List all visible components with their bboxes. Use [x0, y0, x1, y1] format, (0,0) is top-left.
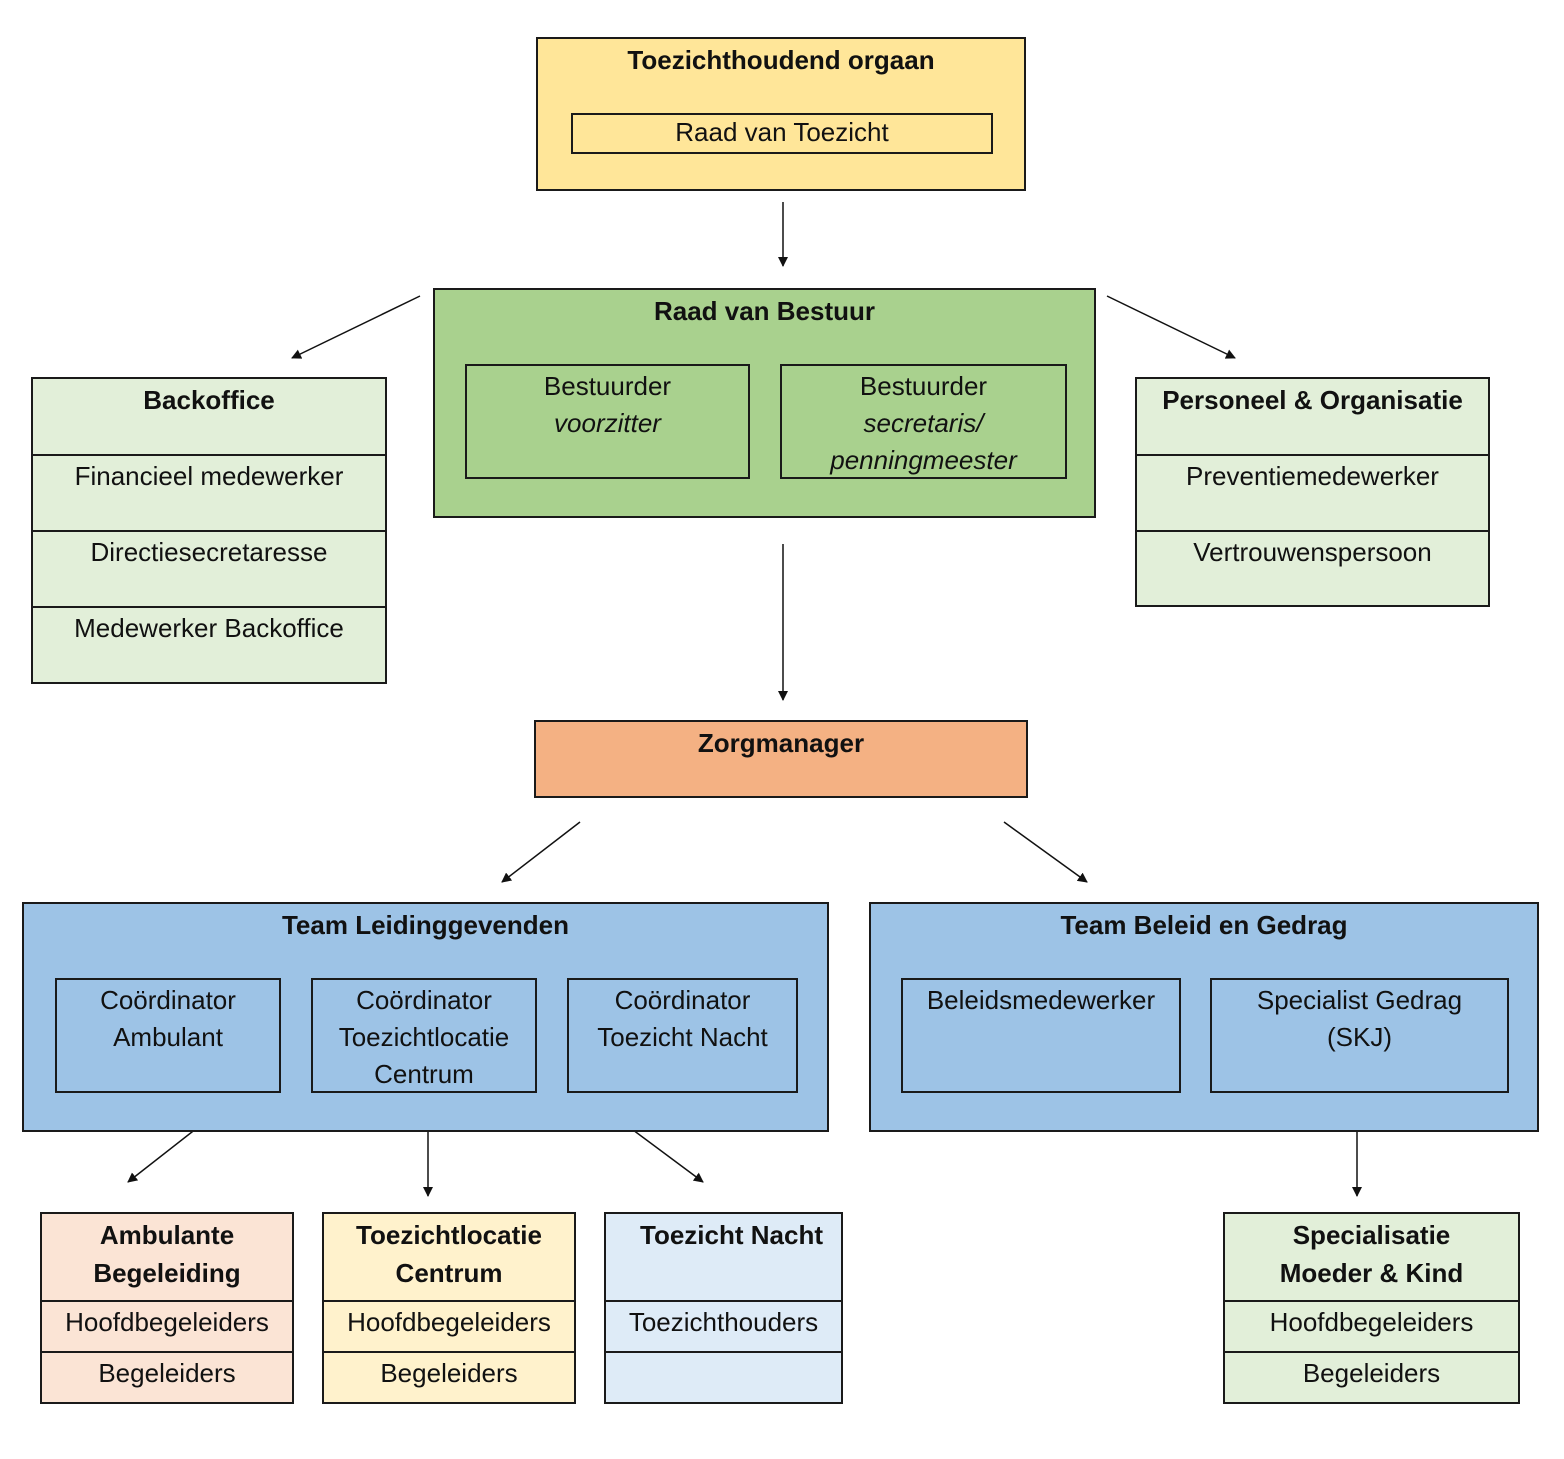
- board-member-secretary-function-cont: penningmeester: [830, 445, 1017, 475]
- policy-officer-box: Beleidsmedewerker: [901, 978, 1181, 1093]
- unit-item: Begeleiders: [1225, 1351, 1518, 1402]
- unit-item-empty: [606, 1351, 841, 1402]
- policy-officer-label: Beleidsmedewerker: [926, 985, 1156, 1015]
- board-member-chair-function: voorzitter: [554, 408, 661, 438]
- unit-item: Hoofdbegeleiders: [42, 1300, 292, 1351]
- coordinator-ambulant: Coördinator Ambulant: [55, 978, 281, 1093]
- coordinator-role: Coördinator: [614, 985, 751, 1015]
- unit-title: Specialisatie Moeder & Kind: [1225, 1216, 1518, 1292]
- unit-title-line: Toezicht Nacht: [640, 1220, 823, 1250]
- coordinator-toezicht-nacht: Coördinator Toezicht Nacht: [567, 978, 798, 1093]
- behavior-specialist-box: Specialist Gedrag (SKJ): [1210, 978, 1509, 1093]
- board-member-secretary-function: secretaris/: [863, 408, 984, 438]
- coordinator-area: Toezichtlocatie: [338, 1022, 510, 1052]
- unit-toezichtlocatie-centrum: Toezichtlocatie Centrum Hoofdbegeleiders…: [322, 1212, 576, 1404]
- arrow-care-manager-to-team-leaders: [501, 821, 581, 883]
- unit-ambulante-begeleiding: Ambulante Begeleiding Hoofdbegeleiders B…: [40, 1212, 294, 1404]
- backoffice-box: Backoffice Financieel medewerker Directi…: [31, 377, 387, 684]
- arrow-board-to-backoffice: [291, 295, 421, 359]
- unit-item: Toezichthouders: [606, 1300, 841, 1351]
- care-manager-box: Zorgmanager: [534, 720, 1028, 798]
- backoffice-title: Backoffice: [143, 385, 275, 415]
- board-member-chair: Bestuurder voorzitter: [465, 364, 750, 479]
- personnel-title: Personeel & Organisatie: [1162, 385, 1463, 415]
- team-leaders-title: Team Leidinggevenden: [281, 910, 569, 940]
- unit-title-line: Centrum: [395, 1258, 503, 1288]
- unit-title-line: Begeleiding: [93, 1258, 241, 1288]
- unit-title: Toezichtlocatie Centrum: [324, 1216, 574, 1292]
- board-title: Raad van Bestuur: [653, 296, 876, 326]
- supervisory-body-box: Toezichthoudend orgaan Raad van Toezicht: [536, 37, 1026, 191]
- backoffice-item: Financieel medewerker: [33, 454, 385, 530]
- unit-toezicht-nacht: Toezicht Nacht Toezichthouders: [604, 1212, 843, 1404]
- arrow-care-manager-to-team-policy: [1003, 821, 1088, 883]
- board-box: Raad van Bestuur Bestuurder voorzitter B…: [433, 288, 1096, 518]
- unit-specialisatie-moeder-kind: Specialisatie Moeder & Kind Hoofdbegelei…: [1223, 1212, 1520, 1404]
- coordinator-toezichtlocatie: Coördinator Toezichtlocatie Centrum: [311, 978, 537, 1093]
- coordinator-area-cont: Centrum: [374, 1059, 474, 1089]
- arrow-board-to-personnel: [1106, 295, 1236, 359]
- board-member-secretary: Bestuurder secretaris/ penningmeester: [780, 364, 1067, 479]
- personnel-item: Vertrouwenspersoon: [1137, 530, 1488, 605]
- coordinator-area: Ambulant: [113, 1022, 223, 1052]
- board-member-secretary-role: Bestuurder: [859, 371, 988, 401]
- care-manager-title: Zorgmanager: [697, 728, 865, 758]
- behavior-specialist-label: Specialist Gedrag: [1256, 985, 1463, 1015]
- supervisory-body-title: Toezichthoudend orgaan: [627, 45, 935, 75]
- team-leaders-box: Team Leidinggevenden Coördinator Ambulan…: [22, 902, 829, 1132]
- unit-item: Begeleiders: [42, 1351, 292, 1402]
- unit-title-line: Ambulante: [99, 1220, 235, 1250]
- personnel-item: Preventiemedewerker: [1137, 454, 1488, 530]
- coordinator-role: Coördinator: [356, 985, 492, 1015]
- unit-title-line: Specialisatie: [1292, 1220, 1451, 1250]
- unit-title: Toezicht Nacht: [606, 1216, 841, 1254]
- coordinator-role: Coördinator: [100, 985, 236, 1015]
- unit-title-line: Moeder & Kind: [1279, 1258, 1464, 1288]
- personnel-box: Personeel & Organisatie Preventiemedewer…: [1135, 377, 1490, 607]
- team-policy-title: Team Beleid en Gedrag: [1060, 910, 1348, 940]
- backoffice-item: Medewerker Backoffice: [33, 606, 385, 682]
- board-member-chair-role: Bestuurder: [543, 371, 672, 401]
- team-policy-box: Team Beleid en Gedrag Beleidsmedewerker …: [869, 902, 1539, 1132]
- unit-title-line: Toezichtlocatie: [356, 1220, 542, 1250]
- unit-item: Hoofdbegeleiders: [324, 1300, 574, 1351]
- unit-item: Hoofdbegeleiders: [1225, 1300, 1518, 1351]
- behavior-specialist-qualification: (SKJ): [1327, 1022, 1392, 1052]
- unit-title: Ambulante Begeleiding: [42, 1216, 292, 1292]
- unit-item: Begeleiders: [324, 1351, 574, 1402]
- coordinator-area: Toezicht Nacht: [597, 1022, 768, 1052]
- backoffice-item: Directiesecretaresse: [33, 530, 385, 606]
- supervisory-council-box: Raad van Toezicht: [571, 113, 993, 154]
